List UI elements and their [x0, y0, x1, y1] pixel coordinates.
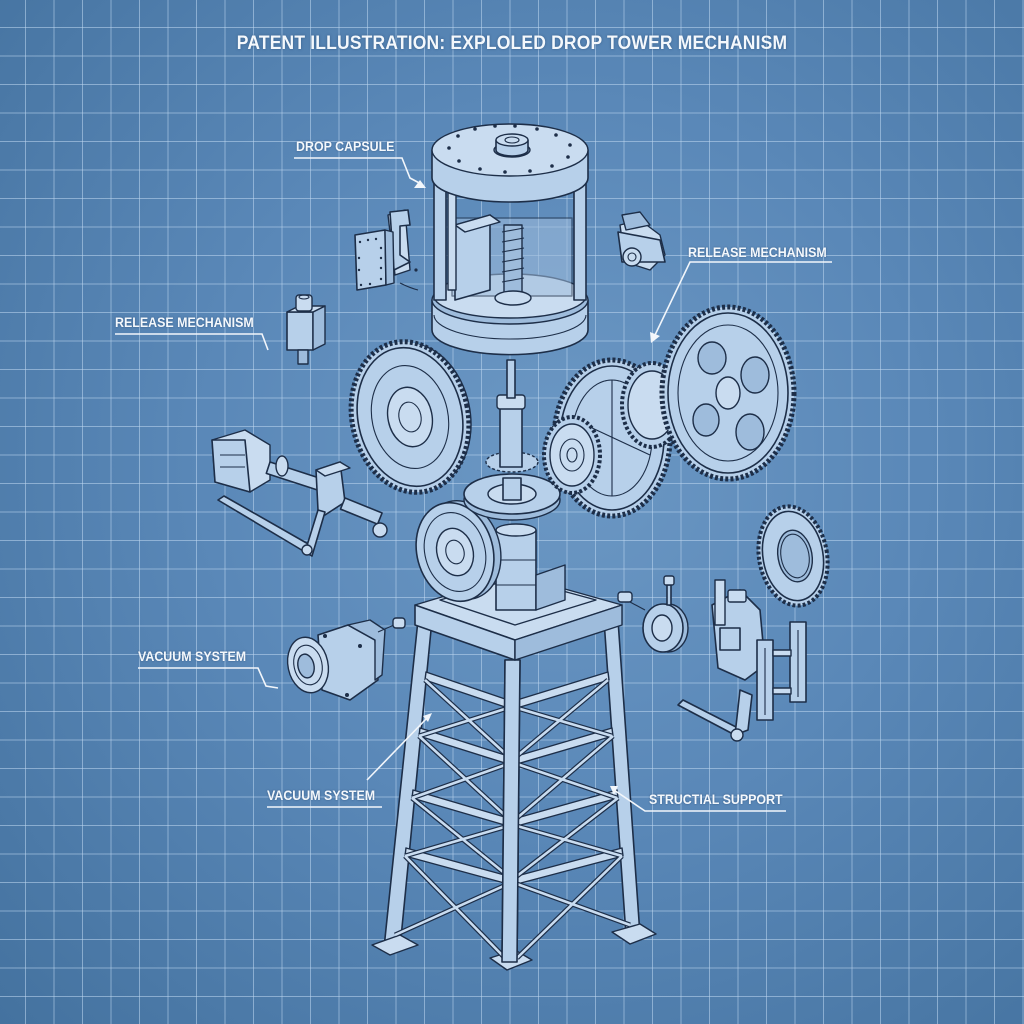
- ring-gear: [756, 504, 830, 608]
- page-title: PATENT ILLUSTRATION: EXPLOLED DROP TOWER…: [236, 33, 788, 54]
- flywheel: [415, 500, 502, 603]
- motor-crank-assembly: [211, 429, 388, 557]
- flange-ring: [463, 451, 561, 521]
- label-release-mechanism-left: RELEASE MECHANISM: [115, 315, 254, 330]
- solenoid-valve: [286, 294, 326, 365]
- label-drop-capsule: DROP CAPSULE: [296, 139, 395, 154]
- label-vacuum-system-center: VACUUM SYSTEM: [267, 788, 376, 803]
- vacuum-pump: [286, 617, 406, 701]
- gear-train-center: [542, 357, 684, 519]
- lattice-tower: [371, 574, 657, 971]
- label-structural-support: STRUCTIAL SUPPORT: [649, 792, 783, 807]
- center-hub: [495, 523, 566, 611]
- label-release-mechanism-right: RELEASE MECHANISM: [688, 245, 827, 260]
- release-clamp-right: [617, 211, 666, 271]
- spring-actuator: [494, 224, 532, 306]
- spur-gear-left: [348, 339, 472, 495]
- release-latch-left: [354, 209, 419, 291]
- label-vacuum-system-left: VACUUM SYSTEM: [138, 649, 247, 664]
- drop-capsule: [431, 123, 589, 356]
- leader-lines: [115, 157, 832, 812]
- spoked-gear-right: [659, 304, 797, 482]
- central-shaft: [496, 359, 526, 468]
- guide-rail-assembly: [677, 579, 807, 742]
- sensor-disc: [617, 575, 689, 653]
